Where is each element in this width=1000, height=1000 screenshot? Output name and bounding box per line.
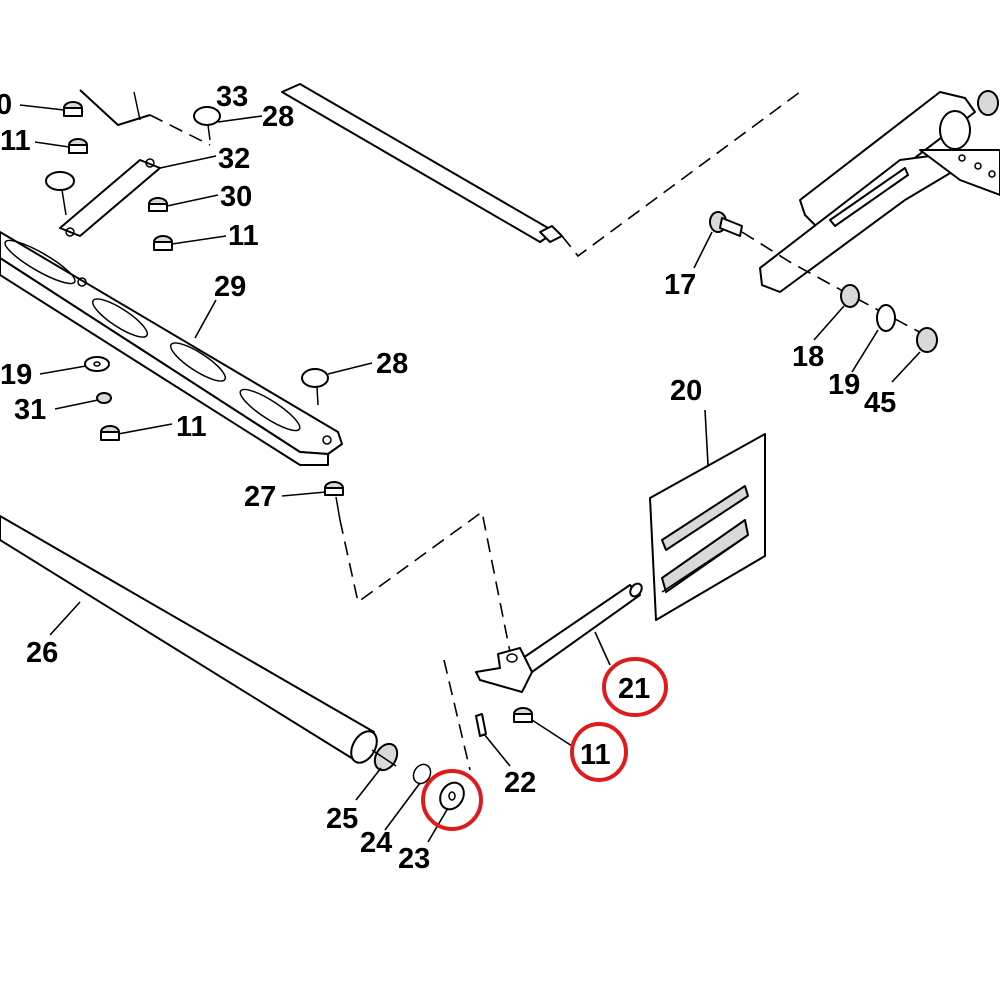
- leader-lines: [19, 104, 921, 843]
- callout-24: 24: [360, 827, 392, 859]
- nut-11-top: [153, 235, 173, 251]
- callout-11-a: 11: [0, 125, 31, 157]
- spacer-31: [96, 392, 112, 404]
- callout-11-d: 11: [580, 739, 611, 771]
- callout-23: 23: [398, 843, 430, 875]
- right-bracket-assembly: [759, 90, 1000, 293]
- clevis-pin-28: [301, 368, 329, 406]
- upper-shaft: [281, 83, 563, 243]
- callout-30: 30: [220, 181, 252, 213]
- callout-17: 17: [664, 269, 696, 301]
- callout-28-a: 28: [262, 101, 294, 133]
- callout-labels: 0 33 11 28 32 30 11 29 28 19 31 11 27 26…: [0, 81, 896, 875]
- callout-11-b: 11: [228, 220, 259, 252]
- callout-31: 31: [14, 394, 46, 426]
- highlight-circles: [421, 657, 668, 831]
- bushing-18: [840, 284, 860, 308]
- callout-22: 22: [504, 767, 536, 799]
- dashed-line-top: [149, 114, 211, 146]
- washer-19-left: [84, 356, 110, 372]
- washer-23: [439, 781, 465, 811]
- highlight-ring-11: [570, 722, 628, 782]
- callout-19-a: 19: [0, 359, 32, 391]
- callout-18: 18: [792, 341, 824, 373]
- highlight-ring-21: [602, 657, 668, 717]
- link-plate-32: [59, 158, 161, 237]
- callout-27: 27: [244, 481, 276, 513]
- washer-19-right: [876, 304, 896, 332]
- bushing-27: [324, 481, 344, 521]
- callout-19-b: 19: [828, 369, 860, 401]
- nut-11-lever: [513, 707, 533, 723]
- clevis-pin-33: [193, 106, 221, 141]
- kit-box-20: [649, 433, 766, 621]
- dashed-line-lower: [339, 510, 511, 771]
- callout-0: 0: [0, 89, 12, 121]
- callout-21: 21: [618, 673, 650, 705]
- callout-11-c: 11: [176, 411, 207, 443]
- callout-45: 45: [864, 387, 896, 419]
- callout-32: 32: [218, 143, 250, 175]
- clevis-pin-left: [45, 171, 75, 216]
- callout-25: 25: [326, 803, 358, 835]
- bushing-25: [371, 742, 399, 772]
- callout-26: 26: [26, 637, 58, 669]
- hex-nut-top-2: [68, 138, 88, 154]
- nut-11-mid: [100, 425, 120, 441]
- callout-28-b: 28: [376, 348, 408, 380]
- callout-33: 33: [216, 81, 248, 113]
- callout-20: 20: [670, 375, 702, 407]
- snap-ring-24: [412, 763, 432, 785]
- nut-45: [916, 327, 938, 353]
- washer-30: [148, 197, 168, 212]
- dashed-line-upper: [561, 91, 801, 258]
- bolt-17: [709, 211, 743, 237]
- callout-29: 29: [214, 271, 246, 303]
- pin-22: [475, 713, 487, 737]
- highlight-ring-23: [421, 769, 483, 831]
- tube-26: [0, 515, 378, 764]
- hex-nut-top-1: [63, 101, 83, 117]
- lever-arm-21: [475, 582, 643, 693]
- bracket-top: [79, 89, 151, 126]
- slotted-arm-29: [0, 231, 343, 466]
